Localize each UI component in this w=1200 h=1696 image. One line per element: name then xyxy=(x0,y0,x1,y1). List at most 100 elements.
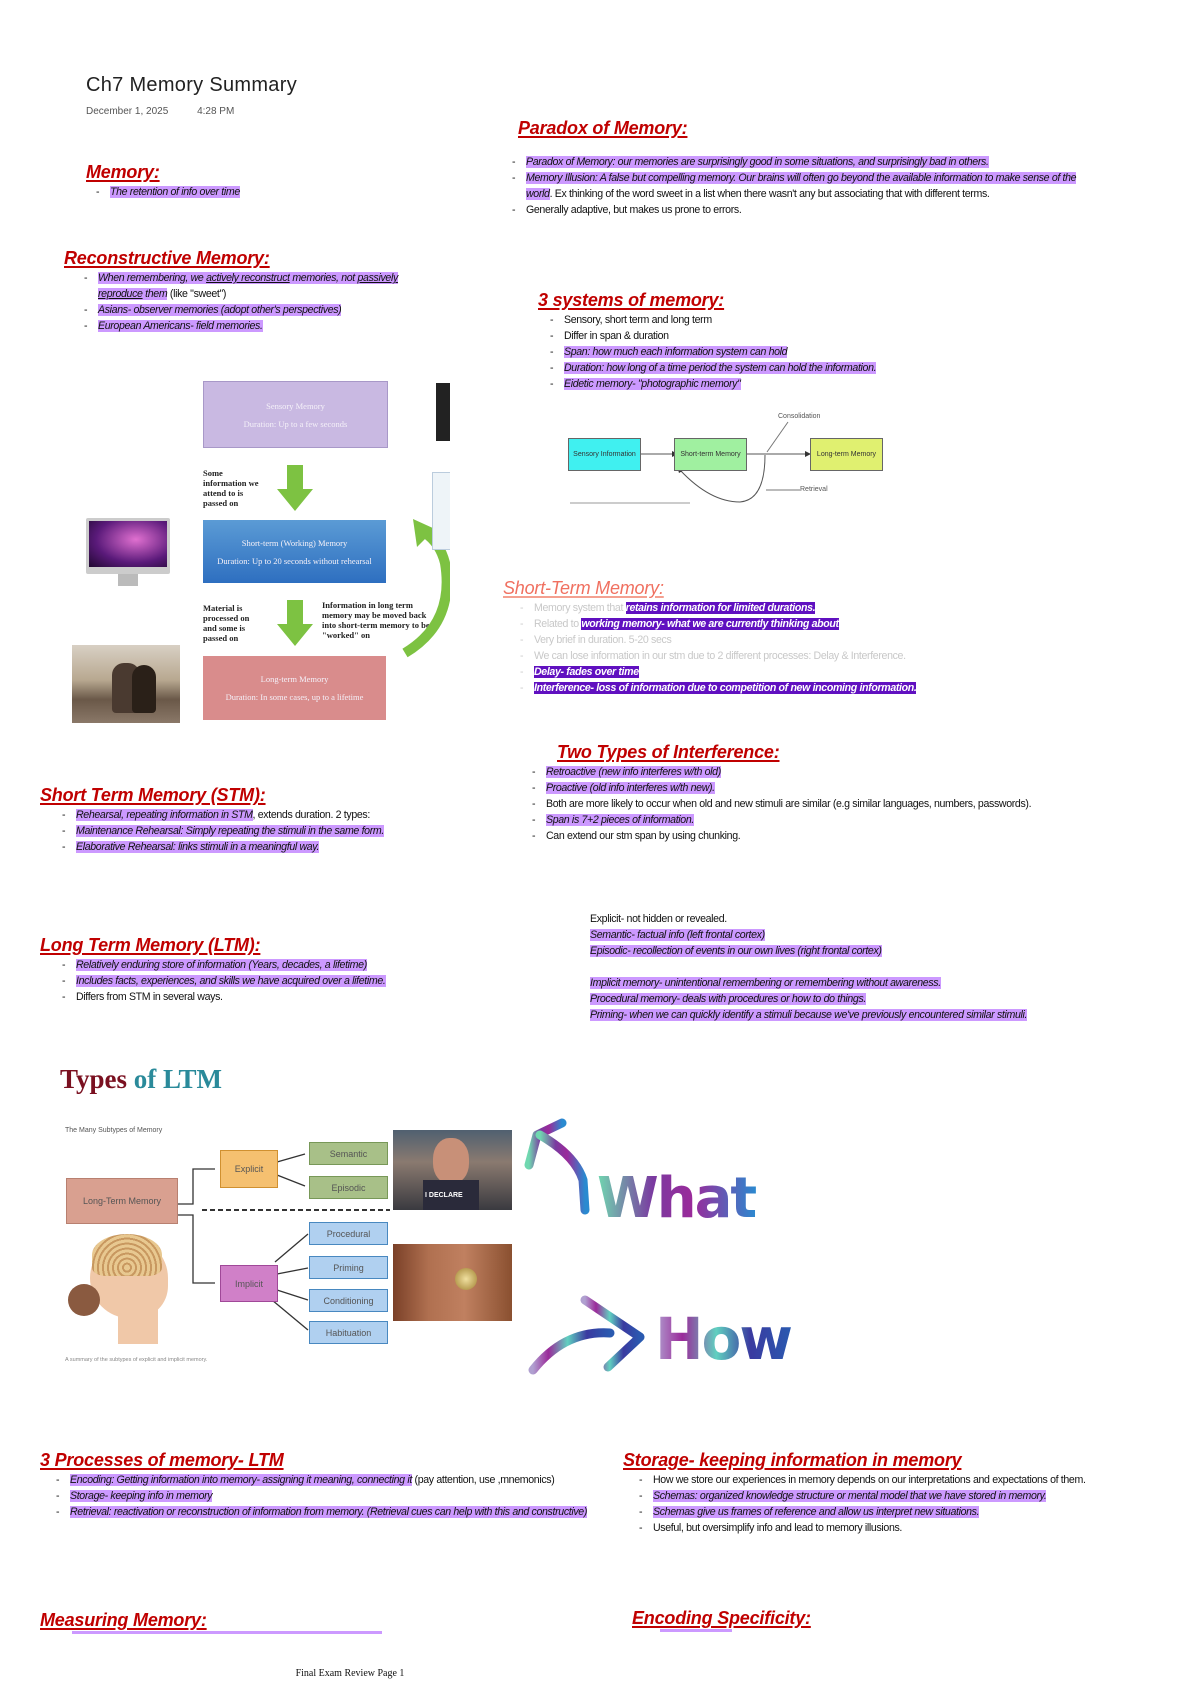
arrow2-label: Material is processed on and some is pas… xyxy=(203,603,250,643)
episodic-box: Episodic xyxy=(309,1176,388,1199)
list-item: -Schemas give us frames of reference and… xyxy=(639,1504,1178,1520)
bullet-icon: - xyxy=(56,1474,60,1486)
bullet-icon: - xyxy=(520,634,524,646)
section-three-systems: 3 systems of memory: -Sensory, short term… xyxy=(538,288,958,392)
bullet-list: -Explicit- not hidden or revealed.-Seman… xyxy=(590,911,1180,1023)
highlighted-text: When remembering, we xyxy=(98,272,207,284)
list-item: - Retrieval: reactivation or reconstruct… xyxy=(56,1504,600,1520)
list-item: -Duration: how long of a time period the… xyxy=(550,360,958,376)
short-term-memory-box: Short-term (Working) Memory Duration: Up… xyxy=(203,520,386,583)
what-ink-text: What xyxy=(597,1166,756,1231)
highlighted-text: Asians- observer memories (adopt other's… xyxy=(98,304,342,316)
list-item: -Eidetic memory- "photographic memory" xyxy=(550,376,958,392)
section-heading: 3 systems of memory: xyxy=(538,290,725,310)
section-paradox-of-memory: Paradox of Memory:-Paradox of Memory: ou… xyxy=(512,116,1098,218)
section-three-processes: 3 Processes of memory- LTM-Encoding: Get… xyxy=(40,1448,600,1520)
list-item: - Proactive (old info interferes w/th ne… xyxy=(532,780,1117,796)
bullet-icon: - xyxy=(520,618,524,630)
how-ink-text: How xyxy=(655,1305,791,1373)
list-item: -European Americans- field memories. xyxy=(84,318,434,334)
text-run: Very brief in duration. 5-20 secs xyxy=(534,634,672,646)
bullet-list: -Paradox of Memory: our memories are sur… xyxy=(512,154,1098,218)
bullet-icon: - xyxy=(532,830,536,842)
stm-box-duration: Duration: Up to 20 seconds without rehea… xyxy=(217,555,372,566)
list-item: -Can extend our stm span by using chunki… xyxy=(532,828,1117,844)
sensory-memory-duration: Duration: Up to a few seconds xyxy=(243,418,348,429)
ltm-box-title: Long-term Memory xyxy=(260,674,329,684)
highlighted-text: Storage- keeping info in memory xyxy=(70,1490,213,1502)
list-item: -Episodic- recollection of events in our… xyxy=(590,943,1180,959)
section-heading: Short-Term Memory: xyxy=(503,578,664,598)
bullet-icon: - xyxy=(550,346,554,358)
priming-box: Priming xyxy=(309,1256,388,1279)
page-title: Ch7 Memory Summary xyxy=(86,74,297,96)
highlighted-text: Delay- fades over time xyxy=(534,666,639,678)
encoding-highlight-line xyxy=(660,1629,732,1632)
bullet-icon: - xyxy=(532,766,536,778)
list-item: -Useful, but oversimplify info and lead … xyxy=(639,1520,1178,1536)
procedural-box: Procedural xyxy=(309,1222,388,1245)
list-item: -Includes facts, experiences, and skills… xyxy=(62,973,500,989)
bullet-icon: - xyxy=(512,156,516,168)
bullet-icon: - xyxy=(84,304,88,316)
highlighted-text: Elaborative Rehearsal: links stimuli in … xyxy=(76,841,320,853)
list-item: -Sensory, short term and long term xyxy=(550,312,958,328)
list-item: -Asians- observer memories (adopt other'… xyxy=(84,302,434,318)
computer-monitor-image xyxy=(86,518,170,590)
page-time: 4:28 PM xyxy=(197,106,235,117)
list-item: -Very brief in duration. 5-20 secs xyxy=(520,632,1063,648)
bullet-list: -Rehearsal, repeating information in STM… xyxy=(62,807,500,855)
arrow1-label: Some information we attend to is passed … xyxy=(203,468,259,508)
bullet-icon: - xyxy=(62,825,66,837)
list-item: -Span: how much each information system … xyxy=(550,344,958,360)
three-systems-diagram: Sensory Information Short-term Memory Lo… xyxy=(560,410,940,515)
bullet-icon: - xyxy=(62,975,66,987)
right-arrow-icon xyxy=(528,1295,645,1375)
highlighted-text: Proactive (old info interferes w/th new)… xyxy=(546,782,715,794)
list-item: -Related to working memory- what we are … xyxy=(520,616,1063,632)
explicit-box: Explicit xyxy=(220,1150,278,1188)
list-item: -We can lose information in our stm due … xyxy=(520,648,1063,664)
semantic-box: Semantic xyxy=(309,1142,388,1165)
bullet-list: -When remembering, we actively reconstru… xyxy=(84,270,434,334)
list-item: -Elaborative Rehearsal: links stimuli in… xyxy=(62,839,500,855)
ltm-caption: A summary of the subtypes of explicit an… xyxy=(65,1357,208,1363)
section-heading: 3 Processes of memory- LTM xyxy=(40,1450,284,1470)
list-item: -Implicit memory- unintentional remember… xyxy=(590,975,1180,991)
highlighted-text: Maintenance Rehearsal: Simply repeating … xyxy=(76,825,384,837)
list-item: -Differs from STM in several ways. xyxy=(62,989,500,1005)
text-run: Explicit- not hidden or revealed. xyxy=(590,913,727,925)
image-source-caption xyxy=(570,502,690,504)
list-item: -When remembering, we actively reconstru… xyxy=(84,270,434,302)
ltm-tree-connectors xyxy=(177,1153,390,1331)
bullet-icon: - xyxy=(84,272,88,284)
section-encoding-specificity: Encoding Specificity: xyxy=(632,1606,1032,1630)
text-run: (pay attention, use ,mnemonics) xyxy=(411,1474,555,1486)
bullet-icon: - xyxy=(56,1506,60,1518)
highlighted-text: Interference- loss of information due to… xyxy=(534,682,917,694)
bullet-icon: - xyxy=(550,314,554,326)
short-term-memory-node: Short-term Memory xyxy=(674,438,747,471)
of-ltm-title-part: of LTM xyxy=(133,1064,223,1094)
section-short-term-memory: Short-Term Memory:-Memory system that re… xyxy=(503,576,1063,696)
highlighted-text: Encoding: Getting information into memor… xyxy=(70,1474,412,1486)
bullet-icon: - xyxy=(96,186,100,198)
bullet-icon: - xyxy=(532,782,536,794)
text-run: (like "sweet") xyxy=(167,288,227,300)
text-run: Memory system that xyxy=(534,602,626,614)
bullet-list: -Relatively enduring store of informatio… xyxy=(62,957,500,1005)
meme-caption: I DECLARE xyxy=(425,1192,463,1199)
bullet-icon: - xyxy=(639,1490,643,1502)
text-run: Both are more likely to occur when old a… xyxy=(546,798,1032,810)
sensory-memory-title: Sensory Memory xyxy=(266,400,325,411)
consolidation-label: Consolidation xyxy=(778,413,821,420)
down-arrow-icon xyxy=(277,600,313,646)
long-term-memory-box: Long-term Memory Duration: In some cases… xyxy=(203,656,386,720)
list-item: -How we store our experiences in memory … xyxy=(639,1472,1178,1488)
conditioning-box: Conditioning xyxy=(309,1289,388,1312)
list-item: -Priming- when we can quickly identify a… xyxy=(590,1007,1180,1023)
list-item: -Differ in span & duration xyxy=(550,328,958,344)
highlighted-text: working memory- what we are currently th… xyxy=(581,618,839,630)
highlighted-text: Schemas: organized knowledge structure o… xyxy=(653,1490,1047,1502)
list-item: -Schemas: organized knowledge structure … xyxy=(639,1488,1178,1504)
